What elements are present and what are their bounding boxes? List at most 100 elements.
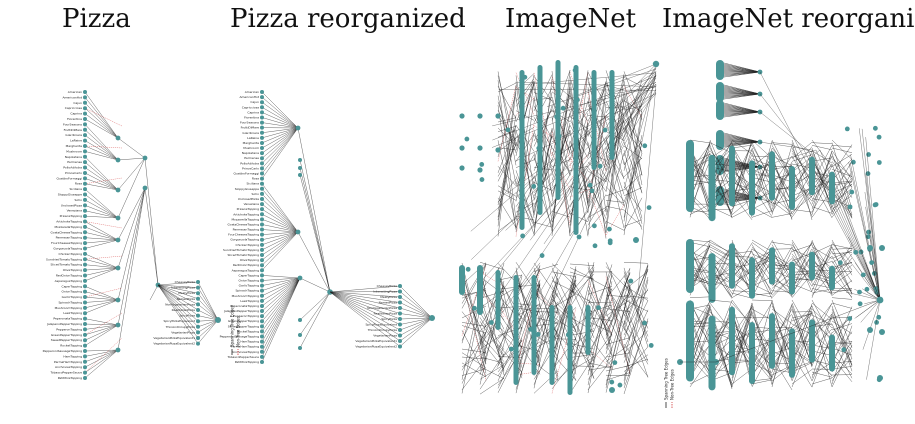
- tree-edge: [623, 265, 649, 326]
- tree-edge: [533, 134, 553, 216]
- tree-edge: [751, 148, 773, 205]
- graph-node: [609, 379, 615, 385]
- tree-edge: [771, 302, 793, 370]
- graph-node: [260, 146, 264, 151]
- tree-edge: [157, 284, 199, 299]
- node-label: ThinAndCrispyPizza: [367, 328, 397, 332]
- tree-edge: [84, 267, 119, 271]
- graph-node: [260, 258, 264, 263]
- tree-edge: [84, 151, 119, 161]
- tree-edge: [605, 91, 625, 117]
- graph-node: [398, 344, 402, 349]
- tree-edge: [771, 258, 793, 278]
- graph-node: [260, 303, 264, 308]
- tree-edge: [849, 162, 881, 301]
- node-label: Fiorentina: [67, 117, 82, 121]
- graph-node: [260, 354, 264, 359]
- tree-edge: [569, 122, 589, 226]
- legend-imagenet-reorganized: Spanning Tree Edges Non-Tree Edges: [664, 358, 675, 408]
- graph-node: [489, 320, 494, 325]
- tree-edge: [261, 219, 299, 233]
- graph-node: [646, 205, 652, 211]
- graph-node: [260, 95, 264, 100]
- tree-edge: [587, 208, 607, 231]
- node-label: SundriedTomatoTopping: [223, 248, 259, 252]
- tree-edge: [84, 324, 119, 341]
- graph-node-cluster: [609, 70, 615, 160]
- node-label: RocketTopping: [237, 329, 259, 333]
- graph-node: [83, 219, 87, 224]
- non-tree-edge: [515, 123, 535, 237]
- node-label: PrinceCarlo: [242, 166, 259, 170]
- node-label: OnionTopping: [239, 278, 260, 282]
- graph-node: [398, 322, 402, 327]
- tree-edge: [497, 140, 517, 228]
- node-label: Capricciosa: [242, 105, 259, 109]
- tree-edge: [569, 72, 589, 151]
- tree-edge: [811, 261, 833, 268]
- tree-edge: [791, 265, 813, 280]
- tree-edge: [771, 276, 793, 298]
- node-label: Veneziana: [67, 209, 83, 213]
- tree-edge: [477, 93, 657, 286]
- tree-edge: [731, 206, 753, 218]
- tree-edge: [751, 163, 773, 213]
- tree-edge: [751, 329, 773, 358]
- tree-edge: [811, 305, 833, 358]
- tree-edge: [587, 207, 607, 218]
- tree-edge: [157, 284, 199, 311]
- graph-node: [398, 328, 402, 332]
- tree-edge: [297, 231, 331, 293]
- node-label: LeekTopping: [63, 311, 82, 315]
- tree-edge: [831, 264, 853, 282]
- tree-edge: [791, 319, 813, 376]
- tree-edge: [791, 303, 813, 364]
- graph-node-cluster: [459, 265, 465, 295]
- node-label: Veneziana: [244, 202, 260, 206]
- tree-edge: [831, 181, 853, 186]
- tree-edge: [791, 169, 813, 206]
- node-label: AnchoviesTopping: [232, 350, 259, 354]
- panel-title-imagenet: ImageNet: [505, 4, 637, 34]
- tree-edge: [623, 299, 649, 312]
- tree-edge: [771, 258, 793, 289]
- tree-edge: [709, 249, 733, 262]
- tree-edge: [479, 338, 505, 370]
- tree-edge: [771, 174, 793, 183]
- tree-edge: [811, 315, 833, 379]
- graph-node: [260, 349, 264, 354]
- tree-edge: [771, 279, 793, 289]
- tree-edge: [689, 239, 711, 243]
- tree-edge: [771, 150, 793, 181]
- tree-edge: [731, 292, 753, 299]
- graph-node-cluster: [686, 300, 694, 382]
- tree-edge: [461, 290, 487, 339]
- graph-node: [867, 327, 873, 333]
- tree-edge: [399, 317, 433, 325]
- graph-node: [398, 333, 402, 338]
- tree-edge: [497, 136, 517, 211]
- tree-edge: [731, 249, 753, 268]
- tree-edge: [771, 153, 793, 220]
- tree-edge: [689, 210, 711, 213]
- tree-edge: [551, 90, 571, 156]
- node-label: ChickenTopping: [236, 243, 260, 247]
- tree-edge: [587, 83, 607, 137]
- graph-node-cluster: [789, 261, 795, 295]
- graph-node: [83, 289, 87, 294]
- tree-edge: [261, 112, 299, 129]
- tree-edge: [569, 273, 595, 299]
- tree-edge: [731, 248, 753, 296]
- graph-node: [260, 329, 264, 334]
- tree-edge: [261, 122, 299, 129]
- graph-node: [465, 266, 471, 272]
- tree-edge: [587, 81, 607, 121]
- tree-edge: [84, 324, 119, 330]
- tree-edge: [515, 181, 535, 229]
- tree-edge: [569, 290, 595, 304]
- graph-node: [539, 253, 545, 258]
- tree-edge: [261, 277, 301, 296]
- graph-node-cluster: [513, 275, 519, 385]
- legend-tree-label: Spanning Tree Edges: [230, 305, 235, 347]
